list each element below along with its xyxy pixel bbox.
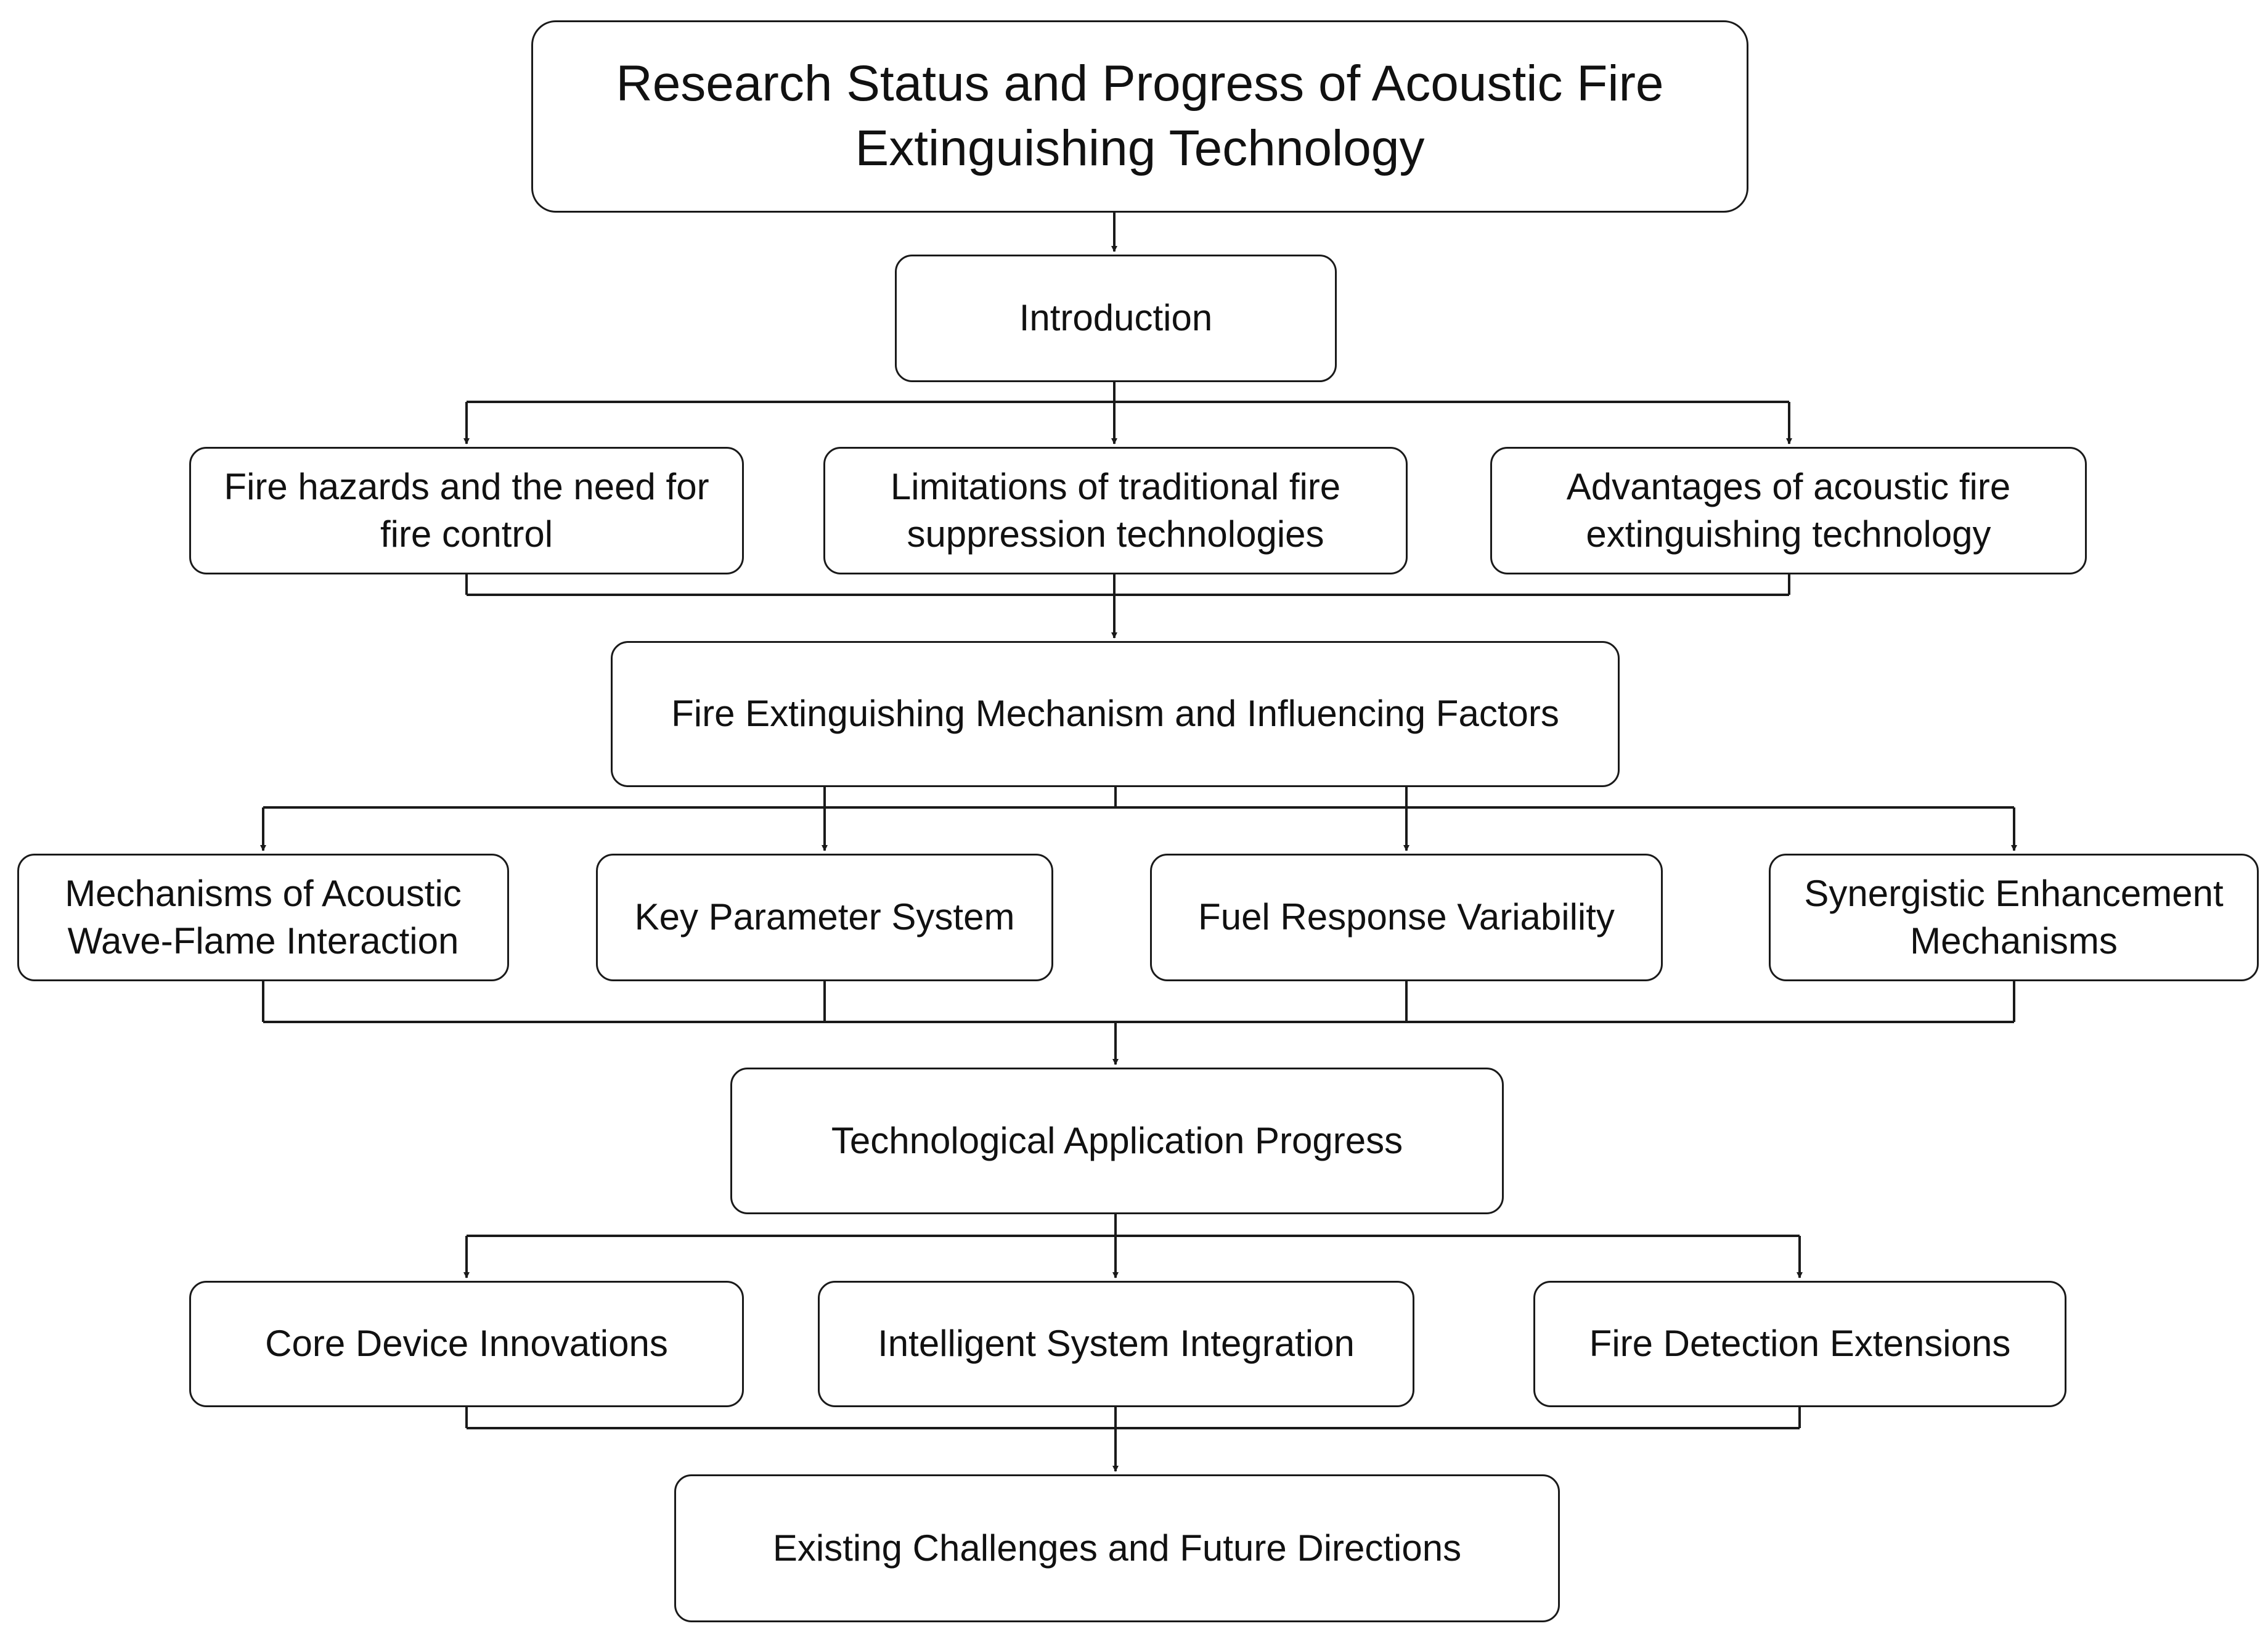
fire-detection-label: Fire Detection Extensions (1589, 1323, 2011, 1365)
advantages-box: Advantages of acoustic fire extinguishin… (1490, 447, 2087, 574)
limitations-box: Limitations of traditional fire suppress… (823, 447, 1408, 574)
title-box: Research Status and Progress of Acoustic… (531, 20, 1748, 213)
diagram-title: Research Status and Progress of Acoustic… (616, 55, 1664, 176)
fuel-response-box: Fuel Response Variability (1150, 854, 1663, 981)
introduction-label: Introduction (1019, 297, 1213, 339)
intelligent-system-label: Intelligent System Integration (878, 1323, 1355, 1365)
wave-flame-box: Mechanisms of Acoustic Wave-Flame Intera… (17, 854, 509, 981)
mechanism-box: Fire Extinguishing Mechanism and Influen… (611, 641, 1620, 787)
wave-flame-label: Mechanisms of Acoustic Wave-Flame Intera… (65, 872, 462, 962)
fuel-response-label: Fuel Response Variability (1198, 896, 1615, 938)
challenges-label: Existing Challenges and Future Direction… (772, 1527, 1462, 1569)
mechanism-label: Fire Extinguishing Mechanism and Influen… (671, 693, 1559, 735)
core-device-label: Core Device Innovations (265, 1323, 668, 1365)
key-parameter-box: Key Parameter System (596, 854, 1053, 981)
application-label: Technological Application Progress (831, 1119, 1403, 1161)
fire-hazards-box: Fire hazards and the need for fire contr… (189, 447, 744, 574)
key-parameter-label: Key Parameter System (634, 896, 1015, 938)
core-device-box: Core Device Innovations (189, 1281, 744, 1407)
limitations-label: Limitations of traditional fire suppress… (890, 465, 1341, 555)
intelligent-system-box: Intelligent System Integration (818, 1281, 1414, 1407)
synergistic-box: Synergistic Enhancement Mechanisms (1769, 854, 2259, 981)
advantages-label: Advantages of acoustic fire extinguishin… (1566, 465, 2011, 555)
application-box: Technological Application Progress (730, 1068, 1504, 1214)
synergistic-label: Synergistic Enhancement Mechanisms (1804, 872, 2224, 962)
fire-hazards-label: Fire hazards and the need for fire contr… (224, 465, 709, 555)
fire-detection-box: Fire Detection Extensions (1533, 1281, 2066, 1407)
challenges-box: Existing Challenges and Future Direction… (674, 1474, 1560, 1622)
introduction-box: Introduction (895, 255, 1337, 382)
